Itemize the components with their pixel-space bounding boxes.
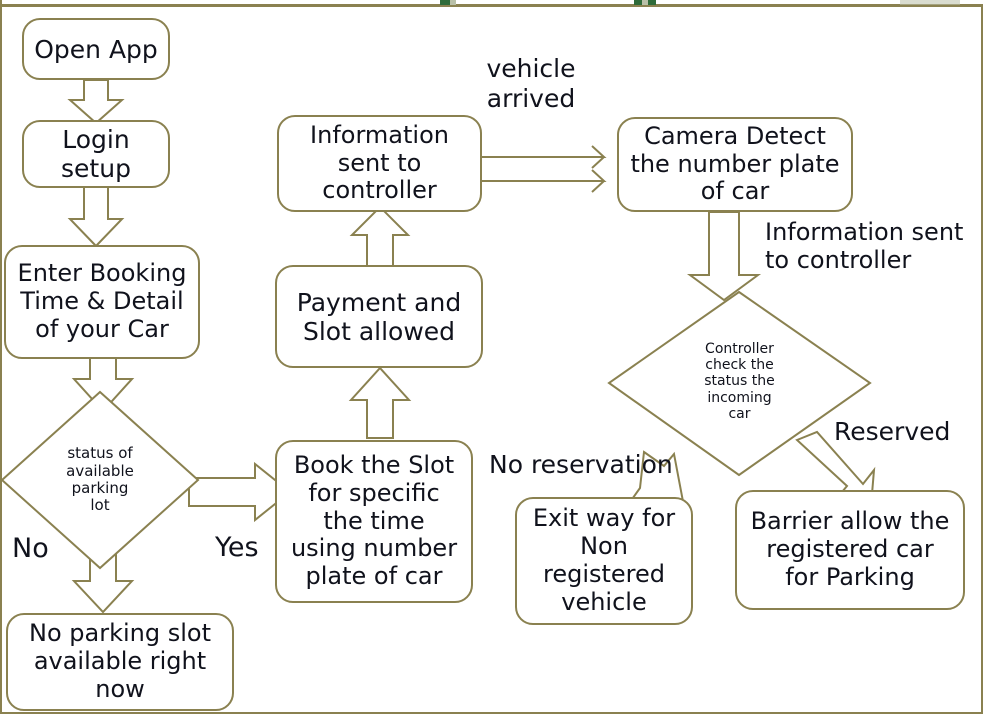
- top-artifact-mid-2: [642, 0, 648, 5]
- top-artifact-mid: [634, 0, 642, 5]
- frame-right-border: [981, 6, 983, 714]
- edge-label-reserved: Reserved: [834, 417, 951, 446]
- edge-info-controller-to-camera: [480, 140, 622, 198]
- edge-label-no-reservation: No reservation: [489, 450, 673, 479]
- edge-label-info-sent: Information sent to controller: [765, 218, 964, 275]
- top-artifact-right: [900, 0, 960, 5]
- edge-controller-check-to-barrier: [775, 430, 885, 520]
- frame-left-border: [0, 0, 2, 714]
- edge-status-to-no-parking: [68, 553, 140, 616]
- edge-login-to-enter-booking: [62, 185, 130, 248]
- edge-camera-to-controller-check: [686, 211, 790, 302]
- frame-top-border: [0, 4, 983, 7]
- top-artifact-left-2: [450, 0, 456, 5]
- top-artifact-left: [440, 0, 450, 5]
- edge-status-to-book-slot: [188, 461, 293, 523]
- edge-enter-booking-to-status: [68, 354, 140, 415]
- edge-open-app-to-login: [62, 79, 130, 125]
- node-open-app-label: Open App: [34, 34, 158, 64]
- edge-book-slot-to-payment: [345, 366, 415, 440]
- edge-payment-to-info-controller: [345, 205, 415, 269]
- top-artifact-mid-3: [648, 0, 656, 5]
- frame-bottom-border: [0, 712, 983, 714]
- edge-label-no: No: [12, 533, 49, 564]
- node-open-app[interactable]: Open App: [22, 18, 170, 80]
- edge-label-yes: Yes: [215, 532, 259, 563]
